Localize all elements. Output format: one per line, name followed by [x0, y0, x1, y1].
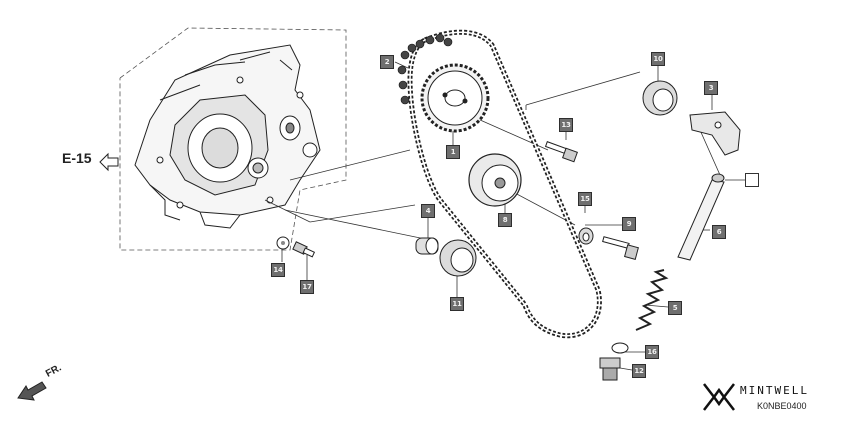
- collar: [415, 237, 439, 255]
- bolt-13: [544, 141, 578, 163]
- washer-16: [611, 342, 629, 354]
- callout-2: 2: [380, 55, 394, 69]
- bolt-9: [602, 236, 639, 260]
- callout-8: 8: [498, 213, 512, 227]
- callout-12: 12: [632, 364, 646, 378]
- reference-arrow: [99, 152, 119, 172]
- cam-sprocket: [420, 63, 490, 133]
- tensioner-spring: [635, 269, 669, 331]
- diagram-code: K0NBE0400: [757, 401, 807, 411]
- bearing: [439, 239, 477, 277]
- oil-seal: [642, 80, 678, 116]
- front-direction-arrow: [17, 381, 47, 401]
- callout-4: 4: [421, 204, 435, 218]
- crankcase-dashed-outline: [119, 27, 347, 251]
- callout-17: 17: [300, 280, 314, 294]
- callout-5: 5: [668, 301, 682, 315]
- callout-1: 1: [446, 145, 460, 159]
- callout-10: 10: [651, 52, 665, 66]
- callout-9: 9: [622, 217, 636, 231]
- sealing-plug: [599, 357, 621, 381]
- callout-blank: [745, 173, 759, 187]
- callout-6: 6: [712, 225, 726, 239]
- tensioner-lifter-arm: [689, 111, 741, 156]
- tensioner-pushrod: [677, 173, 725, 261]
- chain-roller: [468, 153, 522, 207]
- crankcase: [134, 44, 321, 229]
- callout-15: 15: [578, 192, 592, 206]
- chain-segment: [397, 33, 453, 105]
- callout-16: 16: [645, 345, 659, 359]
- bolt-17: [292, 241, 316, 258]
- callout-3: 3: [704, 81, 718, 95]
- callout-14: 14: [271, 263, 285, 277]
- brand-name: MINTWELL: [740, 384, 809, 397]
- reference-label: E-15: [62, 150, 92, 166]
- callout-11: 11: [450, 297, 464, 311]
- brand-logo-icon: [703, 383, 735, 411]
- callout-13: 13: [559, 118, 573, 132]
